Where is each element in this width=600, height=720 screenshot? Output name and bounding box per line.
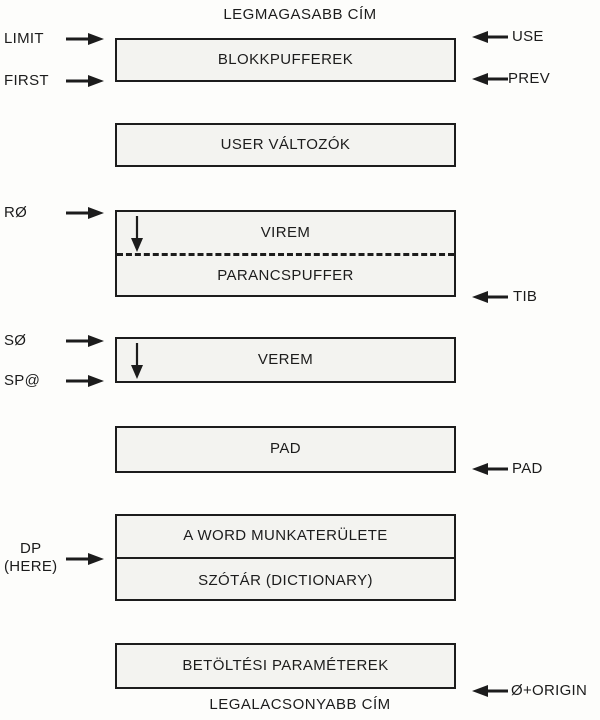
pointer-label-limit: LIMIT (4, 30, 44, 47)
right-arrow-icon (66, 207, 104, 219)
pointer-label-r0: RØ (4, 204, 28, 221)
block-buffers: BLOKKPUFFEREK (115, 38, 456, 82)
left-arrow-icon (472, 291, 508, 303)
pointer-label-tib: TIB (513, 288, 538, 305)
bottom-address-title: LEGALACSONYABB CÍM (209, 696, 391, 713)
pointer-label-sp: SP@ (4, 372, 41, 389)
pointer-label-origin: Ø+ORIGIN (511, 682, 588, 699)
left-arrow-icon (472, 685, 508, 697)
dictionary-label: SZÓTÁR (DICTIONARY) (198, 572, 373, 589)
pointer-label-dp: DP (20, 540, 42, 557)
pad-block-label: PAD (270, 440, 301, 457)
right-arrow-icon (66, 375, 104, 387)
block-pad: PAD (115, 426, 456, 473)
down-arrow-icon (131, 343, 143, 379)
block-boot-parameters: BETÖLTÉSI PARAMÉTEREK (115, 643, 456, 689)
command-buffer-label: PARANCSPUFFER (217, 267, 354, 284)
block-data-stack: VEREM (115, 337, 456, 383)
right-arrow-icon (66, 553, 104, 565)
pointer-label-first: FIRST (4, 72, 49, 89)
left-arrow-icon (472, 31, 508, 43)
return-stack-label: VIREM (260, 224, 311, 241)
solid-divider (117, 557, 454, 559)
word-workspace-label: A WORD MUNKATERÜLETE (183, 527, 388, 544)
dashed-divider (117, 253, 454, 256)
block-return-stack-and-tib: VIREM PARANCSPUFFER (115, 210, 456, 297)
block-user-variables-label: USER VÁLTOZÓK (220, 136, 351, 153)
boot-parameters-label: BETÖLTÉSI PARAMÉTEREK (182, 657, 389, 674)
data-stack-label: VEREM (257, 351, 314, 368)
left-arrow-icon (472, 73, 508, 85)
left-arrow-icon (472, 463, 508, 475)
pointer-label-pad: PAD (512, 460, 543, 477)
down-arrow-icon (131, 216, 143, 252)
pointer-label-here: (HERE) (4, 558, 58, 575)
pointer-label-prev: PREV (508, 70, 551, 87)
block-dictionary: A WORD MUNKATERÜLETE SZÓTÁR (DICTIONARY) (115, 514, 456, 601)
right-arrow-icon (66, 335, 104, 347)
right-arrow-icon (66, 33, 104, 45)
right-arrow-icon (66, 75, 104, 87)
top-address-title: LEGMAGASABB CÍM (223, 6, 377, 23)
pointer-label-use: USE (512, 28, 544, 45)
pointer-label-s0: SØ (4, 332, 27, 349)
block-buffers-label: BLOKKPUFFEREK (217, 51, 354, 68)
block-user-variables: USER VÁLTOZÓK (115, 123, 456, 167)
